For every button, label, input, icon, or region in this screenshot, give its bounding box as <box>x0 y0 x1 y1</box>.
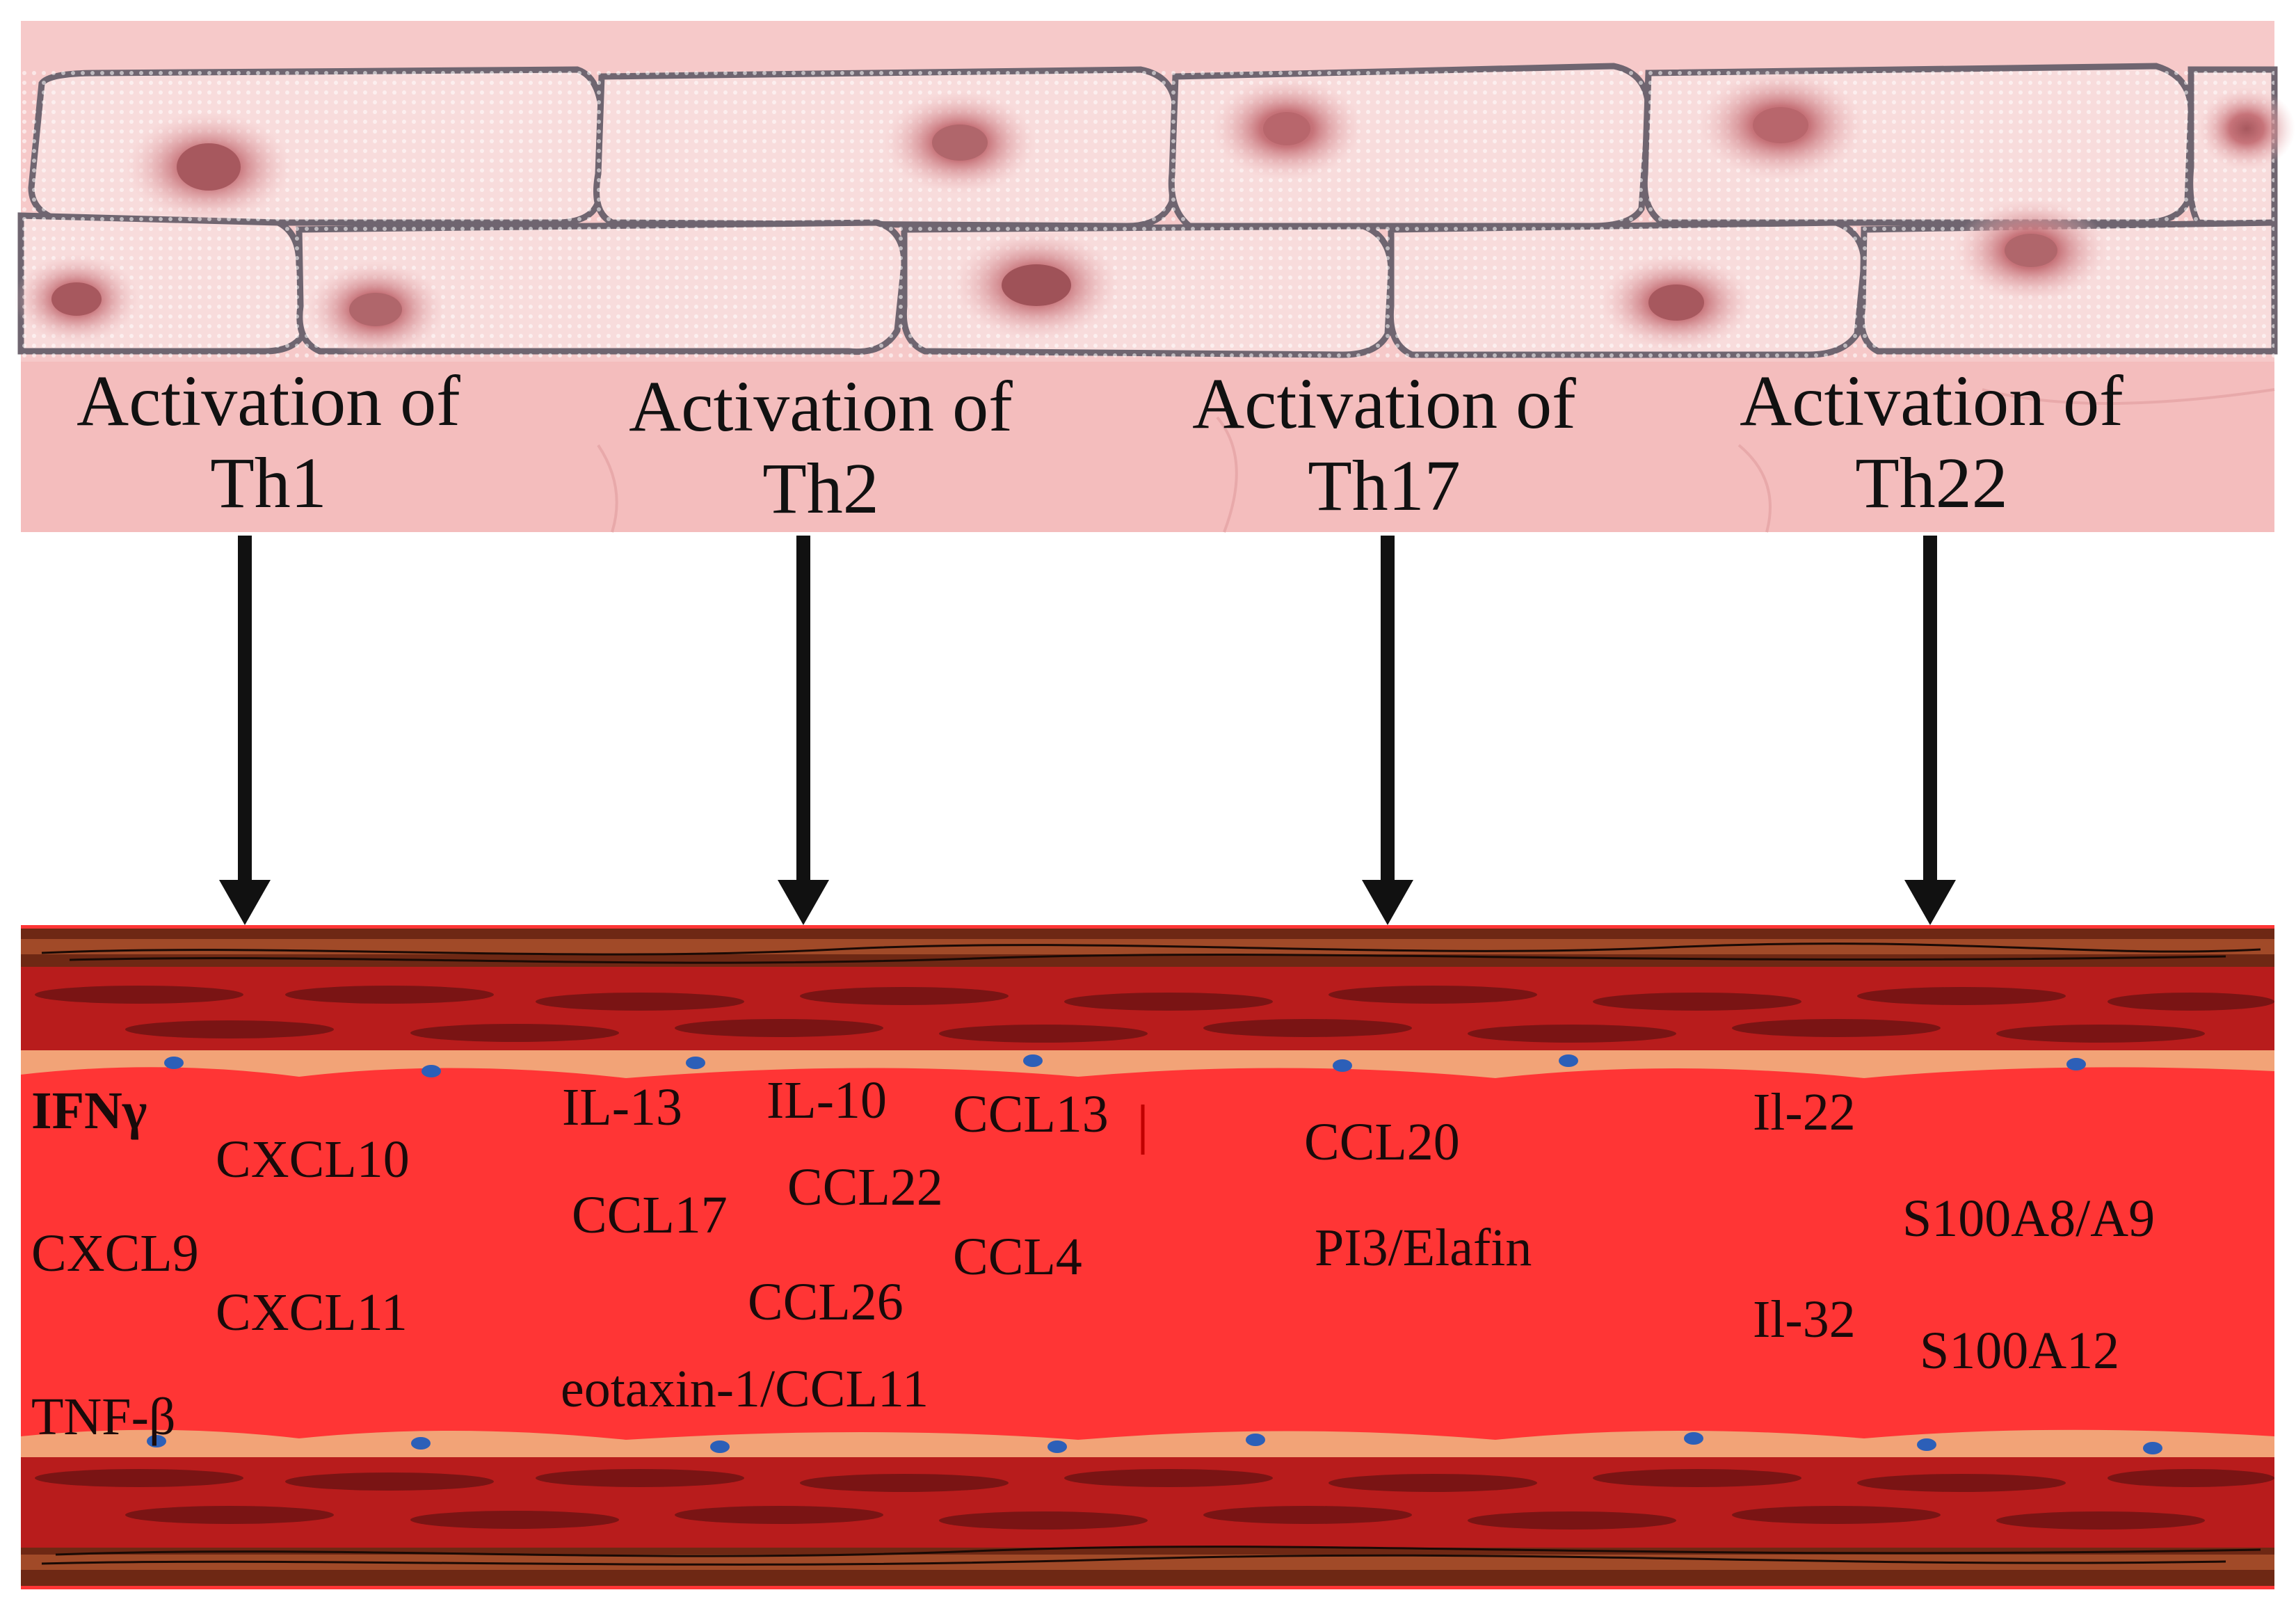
activation-th1-line1: Activation of <box>77 361 460 441</box>
activation-th22-line1: Activation of <box>1740 361 2124 441</box>
cytokine-ccl26: CCL26 <box>748 1273 904 1331</box>
cytokine-s100a12: S100A12 <box>1920 1322 2120 1380</box>
cytokine-ccl22: CCL22 <box>787 1158 943 1217</box>
cytokine-cxcl11: CXCL11 <box>216 1283 408 1342</box>
cytokine-il10: IL-10 <box>766 1071 888 1130</box>
epidermis <box>14 21 2295 533</box>
endothelial-nuclei-top <box>164 1054 2086 1077</box>
activation-label-th2: Activation of Th2 <box>577 366 1064 530</box>
cytokine-tnf-beta: TNF-β <box>31 1388 176 1446</box>
activation-th17-line2: Th17 <box>1308 446 1461 526</box>
cytokine-il22: Il-22 <box>1753 1083 1856 1141</box>
activation-label-th17: Activation of Th17 <box>1141 363 1628 527</box>
cytokine-cxcl9: CXCL9 <box>31 1224 199 1283</box>
activation-th2-line1: Activation of <box>629 367 1013 447</box>
cytokine-ccl13: CCL13 <box>953 1085 1109 1143</box>
endothelium-bottom <box>21 1429 2274 1461</box>
arrow-th1 <box>219 536 271 925</box>
arrow-th2 <box>778 536 829 925</box>
cytokine-ifng: IFNγ <box>31 1082 147 1140</box>
activation-th17-line1: Activation of <box>1192 364 1576 444</box>
activation-label-th1: Activation of Th1 <box>25 360 512 524</box>
cytokine-ccl20: CCL20 <box>1304 1113 1460 1171</box>
arrow-th17 <box>1362 536 1413 925</box>
activation-label-th22: Activation of Th22 <box>1688 360 2175 524</box>
endothelium-top <box>21 1050 2274 1078</box>
cytokine-il32: Il-32 <box>1753 1290 1856 1349</box>
cytokine-ccl17: CCL17 <box>572 1186 728 1244</box>
cell-nuclei <box>14 70 2295 358</box>
blood-vessel <box>21 925 2274 1589</box>
endothelial-nuclei-bottom <box>147 1432 2162 1454</box>
arrow-th22 <box>1904 536 1956 925</box>
cytokine-eotaxin1-ccl11: eotaxin-1/CCL11 <box>561 1360 929 1418</box>
activation-arrows <box>219 536 1956 925</box>
activation-th1-line2: Th1 <box>210 443 327 523</box>
activation-th2-line2: Th2 <box>762 449 879 529</box>
muscle-cells-bottom <box>35 1469 2274 1530</box>
muscle-cells-top <box>35 986 2274 1043</box>
cytokine-ccl4: CCL4 <box>953 1228 1082 1286</box>
cytokine-s100a8-a9: S100A8/A9 <box>1902 1189 2155 1248</box>
activation-th22-line2: Th22 <box>1855 443 2008 523</box>
cytokine-pi3-elafin: PI3/Elafin <box>1315 1219 1532 1277</box>
cytokine-il13: IL-13 <box>562 1078 683 1137</box>
cytokine-cxcl10: CXCL10 <box>216 1130 410 1189</box>
